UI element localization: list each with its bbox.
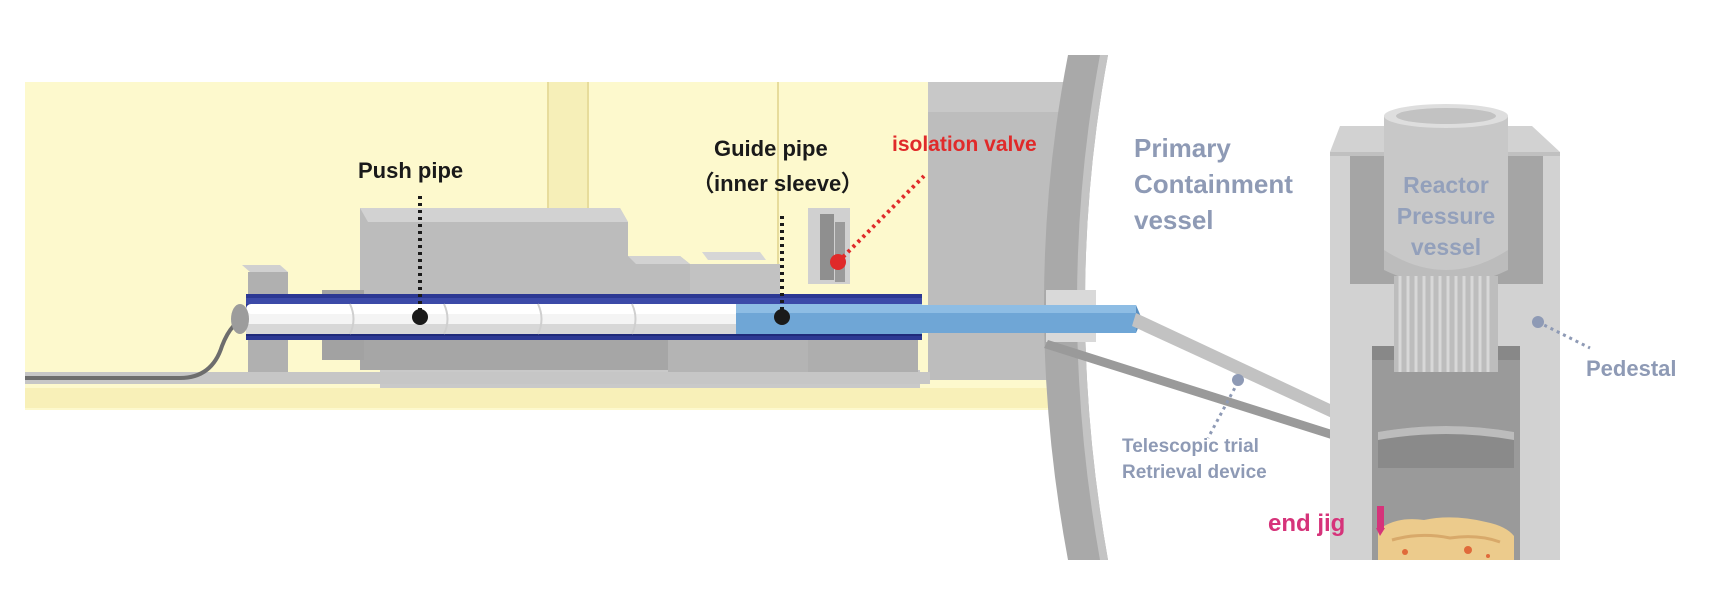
- markers: [412, 254, 1544, 386]
- pcv-label-line3: vessel: [1134, 205, 1214, 235]
- guide-pipe-sublabel: （inner sleeve）: [692, 171, 864, 196]
- telescopic-label: Telescopic trial Retrieval device: [1122, 434, 1267, 486]
- guide-pipe-label: Guide pipe: [714, 136, 828, 161]
- rpv-label-line2: Pressure: [1396, 203, 1496, 229]
- pcv-label-line2: Containment: [1134, 169, 1293, 199]
- push-pipe-label: Push pipe: [358, 158, 464, 183]
- rpv-label: Reactor Pressure vessel: [1384, 170, 1508, 263]
- isolation-valve-label: isolation valve: [892, 133, 1037, 156]
- pcv-label: Primary Containment vessel: [1134, 130, 1293, 238]
- pcv-label-line1: Primary: [1134, 133, 1231, 163]
- end-jig: [1376, 506, 1385, 536]
- rpv-label-line3: vessel: [1410, 234, 1482, 260]
- rpv-label-line1: Reactor: [1403, 172, 1489, 198]
- push-equipment-housing: [25, 208, 930, 388]
- debris: [1378, 517, 1514, 560]
- pedestal-label: Pedestal: [1586, 356, 1677, 381]
- telescopic-label-line1: Telescopic trial: [1122, 436, 1259, 457]
- pipe-assembly: [231, 294, 1142, 340]
- telescopic-label-line2: Retrieval device: [1122, 462, 1267, 483]
- isolation-valve: [808, 208, 850, 284]
- end-jig-label: end jig: [1268, 510, 1346, 537]
- leader-lines: [418, 174, 1591, 439]
- reactor-pressure-vessel: [1384, 104, 1508, 372]
